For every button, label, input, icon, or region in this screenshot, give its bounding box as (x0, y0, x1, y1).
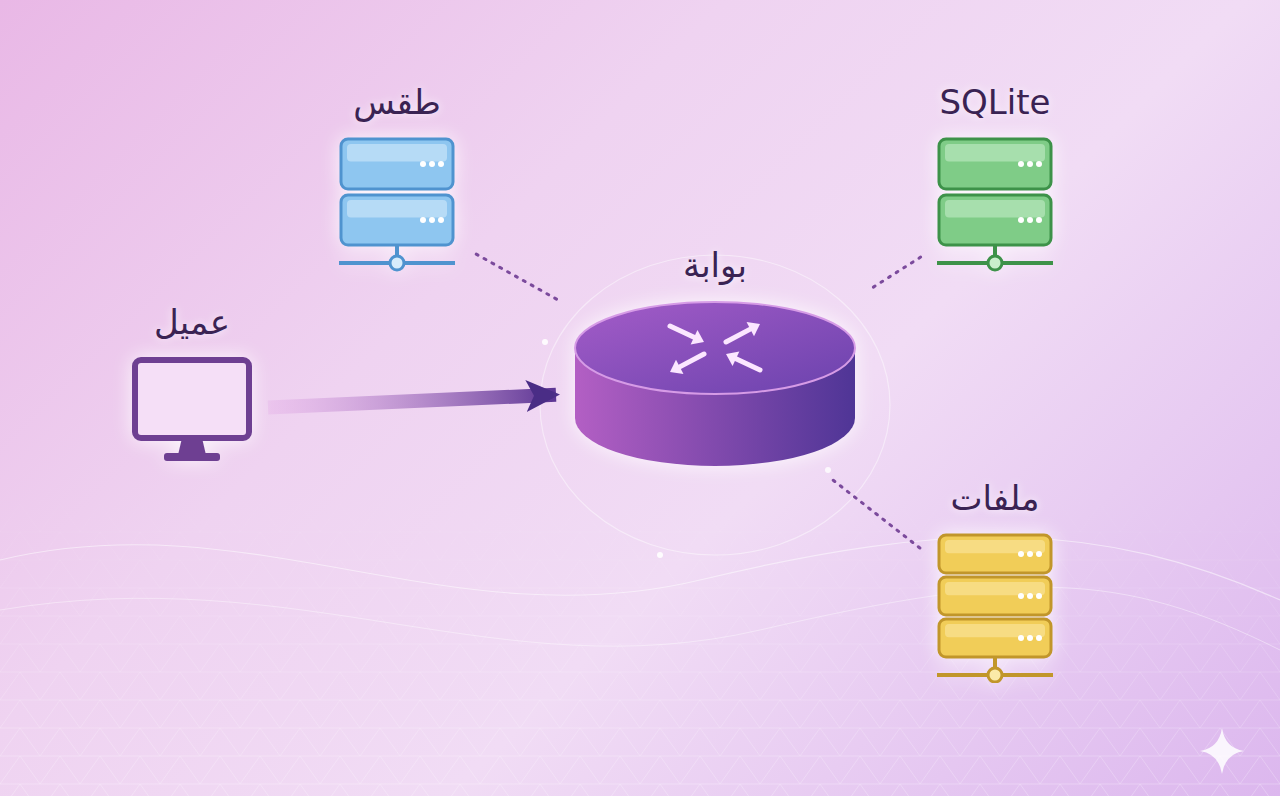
dotted-link (833, 480, 922, 549)
node-icon (935, 531, 1055, 683)
node-icon (337, 135, 457, 285)
database-server: SQLite (925, 82, 1065, 285)
client-monitor: عميل (120, 302, 264, 467)
node-label: بوابة (683, 245, 747, 286)
gateway-router: بوابة (560, 245, 870, 478)
node-label: طقس (353, 82, 441, 123)
weather-server: طقس (327, 82, 467, 285)
files-server: ملفات (925, 478, 1065, 683)
sparkle-watermark (1200, 728, 1244, 774)
dotted-link (873, 256, 921, 287)
node-label: SQLite (940, 82, 1051, 123)
node-icon (570, 298, 860, 478)
node-label: ملفات (950, 478, 1039, 519)
node-icon (935, 135, 1055, 285)
node-icon (130, 355, 254, 467)
dotted-link (470, 251, 556, 299)
request-arrow (268, 395, 556, 408)
node-label: عميل (154, 302, 230, 343)
